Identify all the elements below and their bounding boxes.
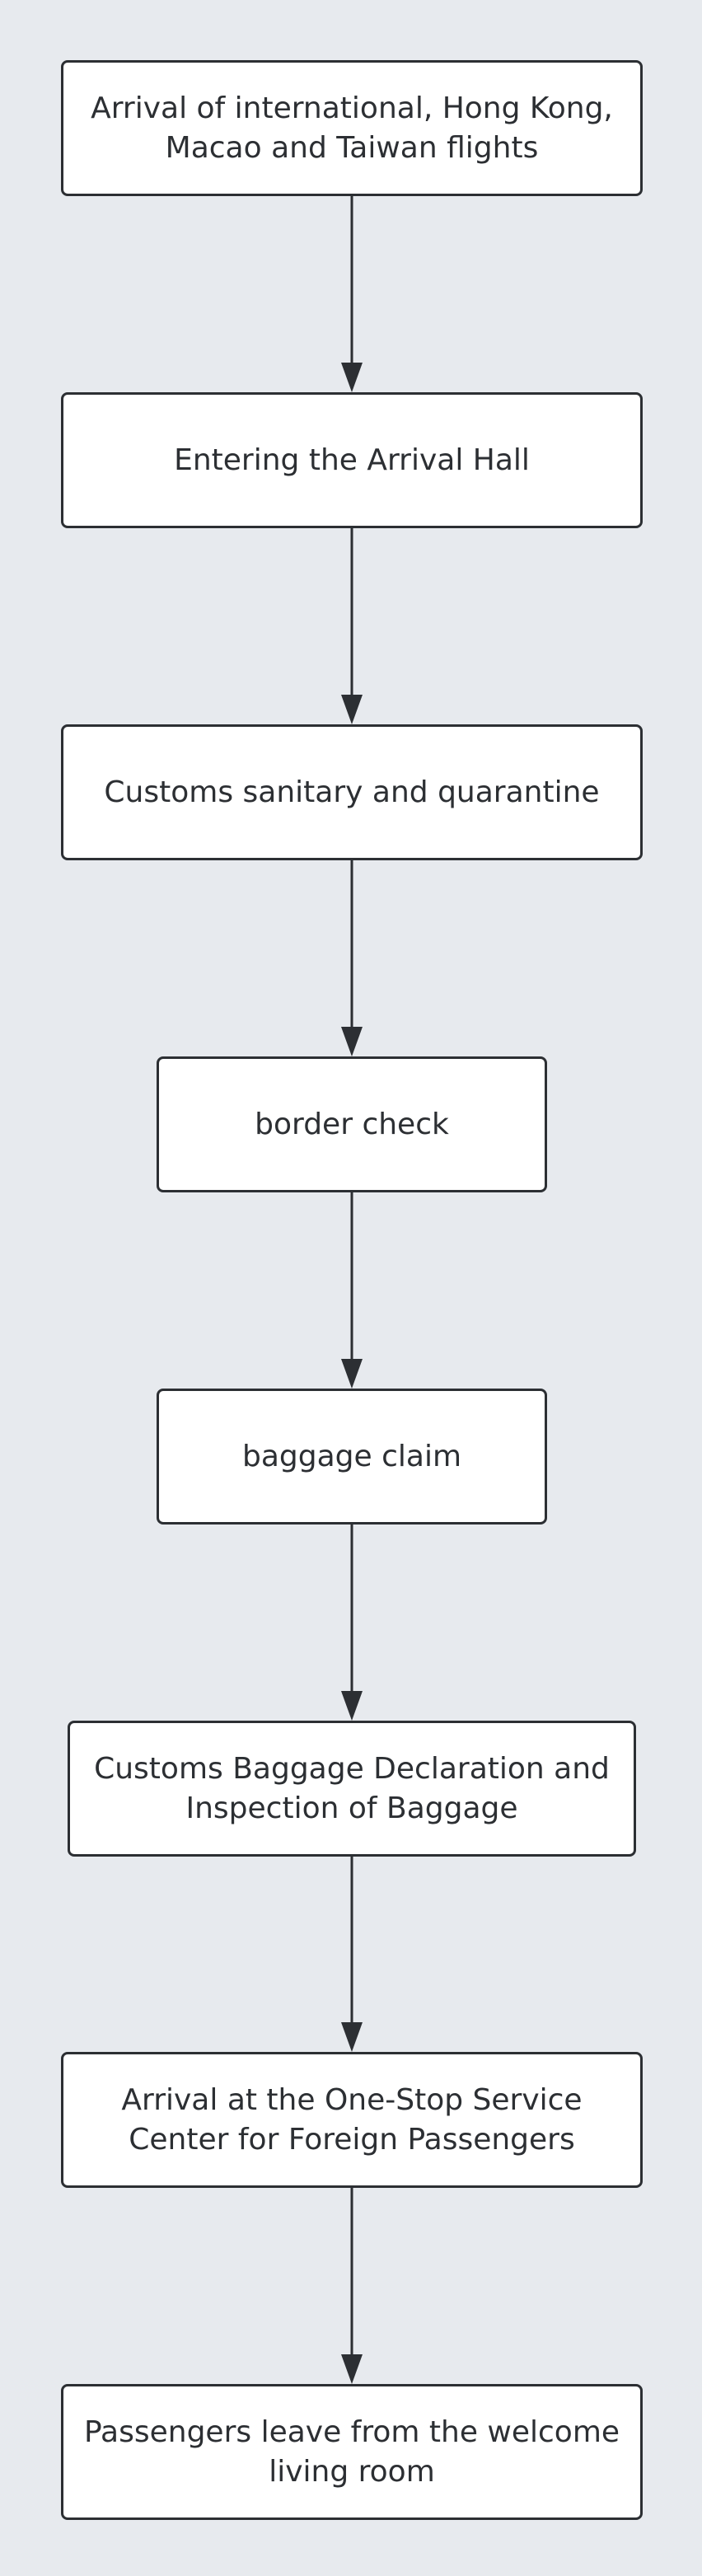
flow-edge-arrowhead-1 bbox=[341, 363, 363, 392]
flow-node-customs-baggage-declaration: Customs Baggage Declaration and Inspecti… bbox=[68, 1721, 636, 1857]
flow-node-label: Customs sanitary and quarantine bbox=[104, 775, 600, 809]
flow-node-label: Entering the Arrival Hall bbox=[174, 443, 530, 477]
flow-edge-arrowhead-3 bbox=[341, 1027, 363, 1056]
flow-node-label: baggage claim bbox=[241, 1439, 462, 1473]
flow-node-label: Customs Baggage Declaration and Inspecti… bbox=[94, 1751, 610, 1825]
flow-node-label: Passengers leave from the welcome living… bbox=[83, 2414, 620, 2489]
flow-node-label: border check bbox=[255, 1107, 449, 1141]
flow-node-label: Arrival at the One-Stop Service Center f… bbox=[121, 2082, 583, 2157]
flow-node-arrival-of-flights: Arrival of international, Hong Kong, Mac… bbox=[61, 60, 643, 196]
flow-edge-arrowhead-7 bbox=[341, 2354, 363, 2384]
flow-node-baggage-claim: baggage claim bbox=[157, 1389, 547, 1525]
flow-node-one-stop-service-center: Arrival at the One-Stop Service Center f… bbox=[61, 2052, 643, 2188]
flow-node-border-check: border check bbox=[157, 1056, 547, 1192]
flow-node-customs-sanitary-quarantine: Customs sanitary and quarantine bbox=[61, 724, 643, 860]
flow-edge-arrowhead-4 bbox=[341, 1359, 363, 1389]
flow-node-passengers-leave: Passengers leave from the welcome living… bbox=[61, 2384, 643, 2520]
flow-edge-arrowhead-6 bbox=[341, 2022, 363, 2052]
flow-edge-arrowhead-5 bbox=[341, 1691, 363, 1721]
flow-node-label: Arrival of international, Hong Kong, Mac… bbox=[91, 91, 613, 165]
flow-node-entering-arrival-hall: Entering the Arrival Hall bbox=[61, 392, 643, 528]
flow-edge-arrowhead-2 bbox=[341, 695, 363, 724]
